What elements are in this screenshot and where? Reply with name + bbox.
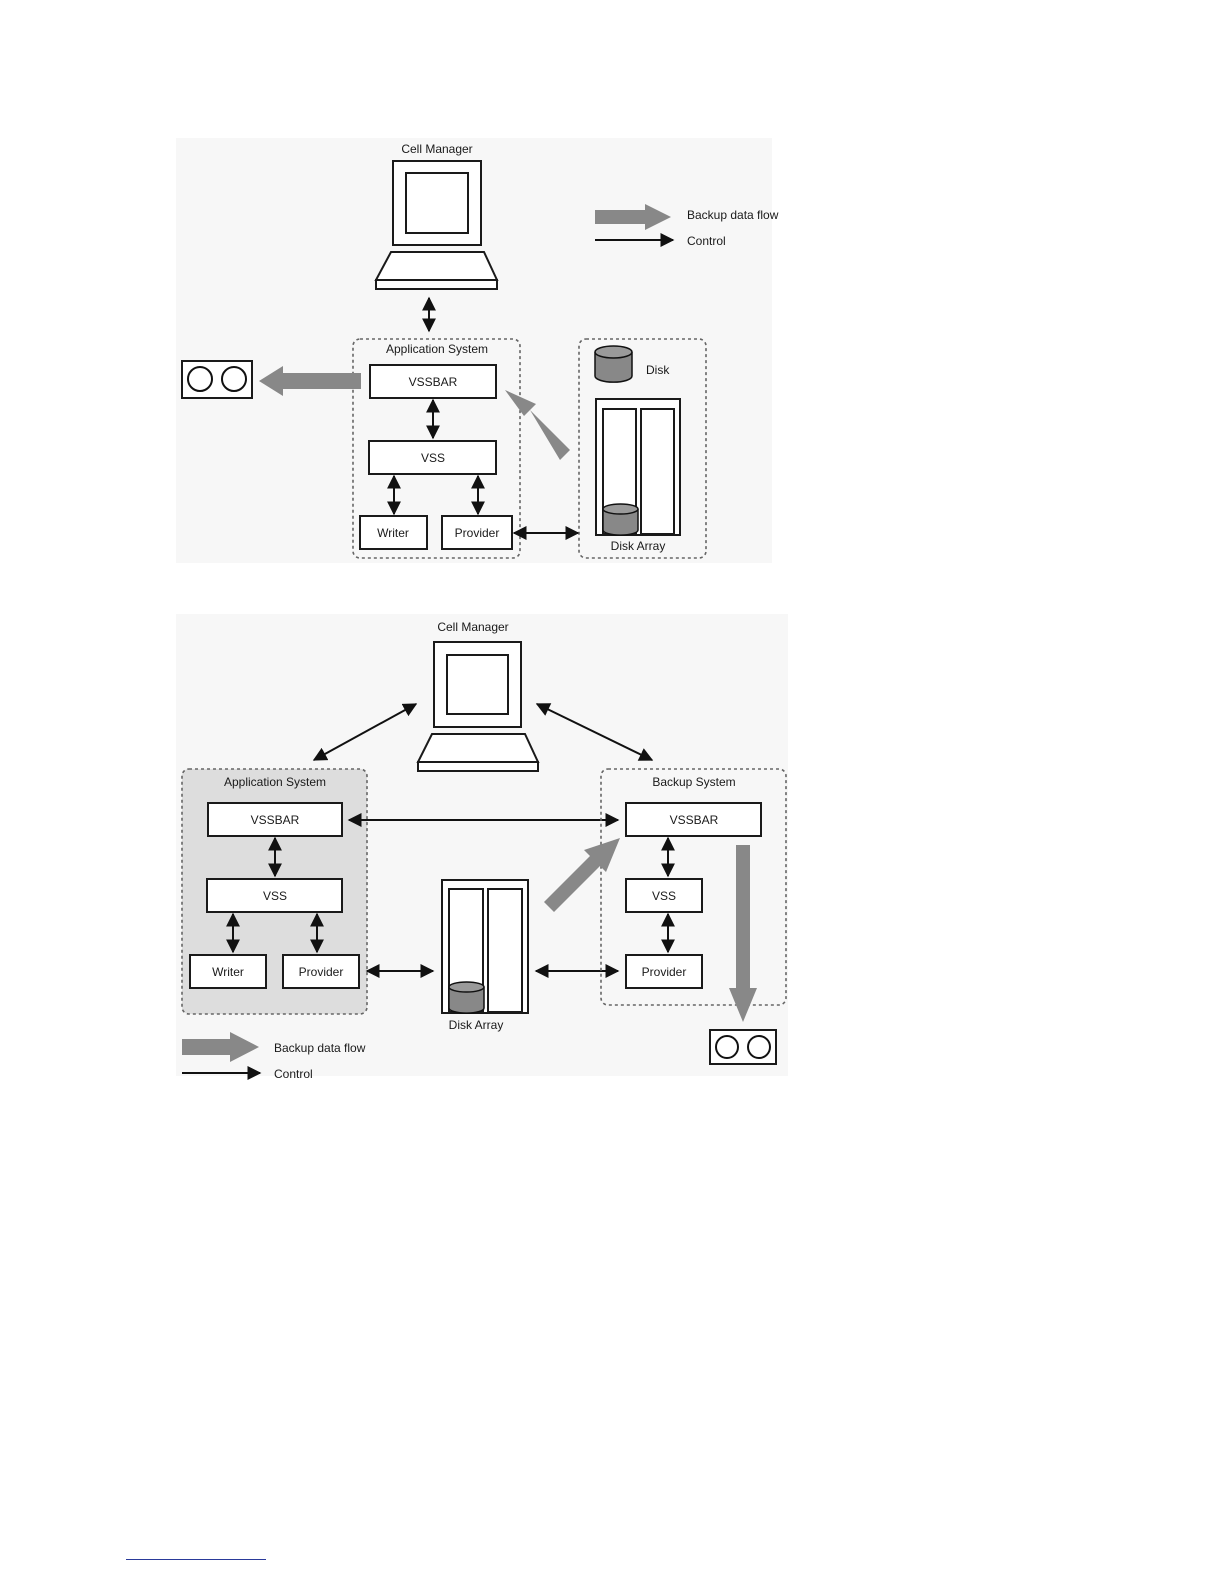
footnote-rule: [126, 1559, 266, 1560]
app-provider-box: Provider: [283, 955, 359, 988]
bk-vssbar-box: VSSBAR: [626, 803, 761, 836]
provider-box: Provider: [442, 516, 512, 549]
bk-vss-box: VSS: [626, 879, 702, 912]
vss-box: VSS: [369, 441, 496, 474]
legend-control-label: Control: [687, 234, 726, 248]
legend-control-label-2: Control: [274, 1067, 313, 1081]
provider-label: Provider: [455, 526, 500, 540]
vssbar-box: VSSBAR: [370, 365, 496, 398]
writer-box: Writer: [360, 516, 427, 549]
legend-data-flow-label: Backup data flow: [687, 208, 779, 222]
diagram-1: Cell Manager Backup data flow Control Ap…: [176, 138, 779, 563]
app-vssbar-label: VSSBAR: [251, 813, 300, 827]
cell-manager-label-2: Cell Manager: [437, 620, 508, 634]
app-vss-box: VSS: [207, 879, 342, 912]
disk-array-label-2: Disk Array: [449, 1018, 504, 1032]
disk-label: Disk: [646, 363, 670, 377]
cell-manager-computer-icon: [376, 161, 497, 289]
cell-manager-label: Cell Manager: [401, 142, 472, 156]
cell-manager-computer-icon-2: [418, 642, 538, 771]
disk-array-icon: [596, 399, 680, 535]
bk-vss-label: VSS: [652, 889, 676, 903]
backup-system-label: Backup System: [652, 775, 735, 789]
bk-provider-box: Provider: [626, 955, 702, 988]
legend-data-flow-label-2: Backup data flow: [274, 1041, 366, 1055]
disk-array-icon-2: [442, 880, 528, 1013]
app-vss-label: VSS: [263, 889, 287, 903]
diagram-2: Cell Manager Application System VSSBAR V…: [176, 614, 788, 1081]
bk-vssbar-label: VSSBAR: [670, 813, 719, 827]
app-vssbar-box: VSSBAR: [208, 803, 342, 836]
application-system-label-2: Application System: [224, 775, 326, 789]
tape-drive-icon: [182, 361, 252, 398]
application-system-label: Application System: [386, 342, 488, 356]
writer-label: Writer: [377, 526, 409, 540]
app-provider-label: Provider: [299, 965, 344, 979]
app-writer-box: Writer: [190, 955, 266, 988]
disk-cylinder-icon: [595, 346, 632, 382]
vss-label: VSS: [421, 451, 445, 465]
disk-array-label: Disk Array: [611, 539, 666, 553]
tape-drive-icon-2: [710, 1030, 776, 1064]
bk-provider-label: Provider: [642, 965, 687, 979]
app-writer-label: Writer: [212, 965, 244, 979]
vssbar-label: VSSBAR: [409, 375, 458, 389]
